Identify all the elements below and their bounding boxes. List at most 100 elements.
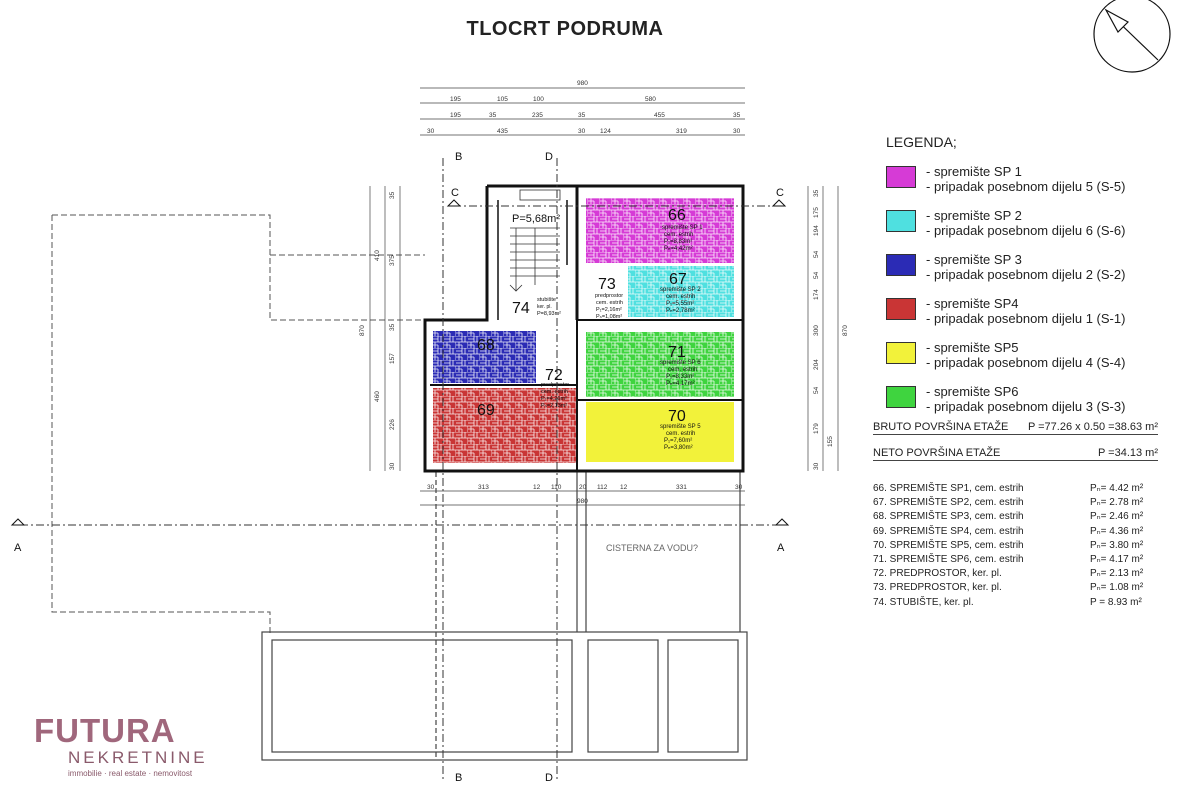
legend-item-sp2: - spremište SP 2- pripadak posebnom dije…	[886, 208, 1196, 252]
legend: LEGENDA; - spremište SP 1- pripadak pose…	[886, 134, 1196, 428]
svg-text:D: D	[545, 772, 553, 784]
svg-text:12: 12	[620, 484, 628, 491]
svg-text:predprostor: predprostor	[595, 293, 623, 299]
svg-text:stubište: stubište	[537, 297, 556, 303]
legend-item-sp5: - spremište SP5- pripadak posebnom dijel…	[886, 340, 1196, 384]
svg-text:30: 30	[735, 484, 743, 491]
svg-text:435: 435	[497, 128, 508, 135]
legend-item-sp1: - spremište SP 1- pripadak posebnom dije…	[886, 164, 1196, 208]
svg-text:35: 35	[578, 112, 586, 119]
svg-text:195: 195	[450, 112, 461, 119]
svg-text:54: 54	[813, 386, 820, 394]
lower-annex	[261, 472, 748, 761]
legend-heading: LEGENDA;	[886, 134, 957, 150]
svg-text:124: 124	[600, 128, 611, 135]
svg-text:35: 35	[389, 191, 396, 199]
svg-text:30: 30	[813, 462, 820, 470]
svg-text:375: 375	[389, 255, 396, 266]
room-68-number: 68	[477, 337, 495, 354]
legend-swatch	[886, 342, 916, 364]
room-74-number: 74	[512, 300, 530, 317]
building-walls	[423, 184, 745, 473]
bruto-area: BRUTO POVRŠINA ETAŽE P =77.26 x 0.50 =38…	[873, 421, 1158, 435]
svg-text:980: 980	[577, 498, 588, 505]
svg-text:cem. estrih: cem. estrih	[666, 431, 695, 437]
svg-text:175: 175	[813, 207, 820, 218]
legend-swatch	[886, 298, 916, 320]
list-item: 73. PREDPROSTOR, ker. pl.Pₙ= 1.08 m²	[873, 582, 1144, 594]
dimension-text: 980 195 105 100 580 195 35 235 35 455 35…	[359, 80, 849, 505]
site-outline	[51, 214, 425, 636]
svg-text:54: 54	[813, 250, 820, 258]
svg-text:155: 155	[827, 436, 834, 447]
svg-text:980: 980	[577, 80, 588, 87]
room-70-number: 70	[668, 408, 686, 425]
svg-text:Pₙ=2,13m²: Pₙ=2,13m²	[541, 403, 567, 409]
svg-text:319: 319	[676, 128, 687, 135]
svg-text:105: 105	[497, 96, 508, 103]
svg-text:B: B	[455, 151, 462, 163]
svg-text:30: 30	[578, 128, 586, 135]
svg-text:110: 110	[551, 484, 562, 491]
svg-text:P=8,93m²: P=8,93m²	[537, 311, 561, 317]
svg-text:870: 870	[842, 325, 849, 336]
svg-text:35: 35	[813, 189, 820, 197]
dimension-lines	[369, 87, 839, 506]
svg-text:Pₙ=4,17m²: Pₙ=4,17m²	[666, 381, 695, 387]
storage-rooms	[433, 198, 734, 463]
svg-text:313: 313	[478, 484, 489, 491]
svg-text:spremište SP 6: spremište SP 6	[660, 360, 701, 366]
room-66-number: 66	[668, 207, 686, 224]
svg-text:580: 580	[645, 96, 656, 103]
svg-text:A: A	[14, 542, 22, 554]
legend-item-sp3: - spremište SP 3- pripadak posebnom dije…	[886, 252, 1196, 296]
svg-text:35: 35	[389, 323, 396, 331]
svg-text:P₁=5,55m²: P₁=5,55m²	[666, 301, 694, 307]
legend-swatch	[886, 210, 916, 232]
svg-text:235: 235	[532, 112, 543, 119]
svg-text:A: A	[777, 542, 785, 554]
legend-swatch	[886, 386, 916, 408]
cistern-label: CISTERNA ZA VODU?	[606, 543, 698, 553]
svg-text:cem. estrih: cem. estrih	[596, 300, 623, 306]
list-item: 74. STUBIŠTE, ker. pl.P = 8.93 m²	[873, 596, 1142, 608]
svg-text:460: 460	[374, 391, 381, 402]
svg-text:cem. estrih: cem. estrih	[664, 232, 693, 238]
svg-text:410: 410	[374, 250, 381, 261]
svg-text:P₁=8,83m²: P₁=8,83m²	[664, 239, 692, 245]
svg-text:30: 30	[389, 462, 396, 470]
svg-text:179: 179	[813, 423, 820, 434]
stair-area-label: P=5,68m²	[512, 213, 560, 225]
svg-text:12: 12	[533, 484, 541, 491]
staircase	[509, 189, 561, 292]
svg-text:226: 226	[389, 419, 396, 430]
north-arrow-icon	[1093, 0, 1171, 73]
svg-text:predprostor: predprostor	[541, 382, 569, 388]
svg-text:P₁=7,60m²: P₁=7,60m²	[664, 438, 692, 444]
svg-text:spremište SP 5: spremište SP 5	[660, 424, 701, 430]
section-lines	[20, 158, 780, 780]
svg-text:cem. estrih: cem. estrih	[668, 367, 697, 373]
section-markers: A A C C B B D D	[10, 151, 790, 784]
svg-text:D: D	[545, 151, 553, 163]
svg-text:54: 54	[813, 271, 820, 279]
neto-area: NETO POVRŠINA ETAŽE P =34.13 m²	[873, 447, 1158, 461]
room-67-number: 67	[669, 271, 687, 288]
svg-text:cem. estrih: cem. estrih	[666, 294, 695, 300]
svg-text:30: 30	[733, 128, 741, 135]
room-73-number: 73	[598, 276, 616, 293]
svg-text:35: 35	[733, 112, 741, 119]
svg-text:157: 157	[389, 353, 396, 364]
svg-text:870: 870	[359, 325, 366, 336]
legend-item-sp6: - spremište SP6- pripadak posebnom dijel…	[886, 384, 1196, 428]
svg-text:455: 455	[654, 112, 665, 119]
svg-text:20: 20	[579, 484, 587, 491]
page-title: TLOCRT PODRUMA	[466, 18, 664, 40]
room-72-number: 72	[545, 367, 563, 384]
